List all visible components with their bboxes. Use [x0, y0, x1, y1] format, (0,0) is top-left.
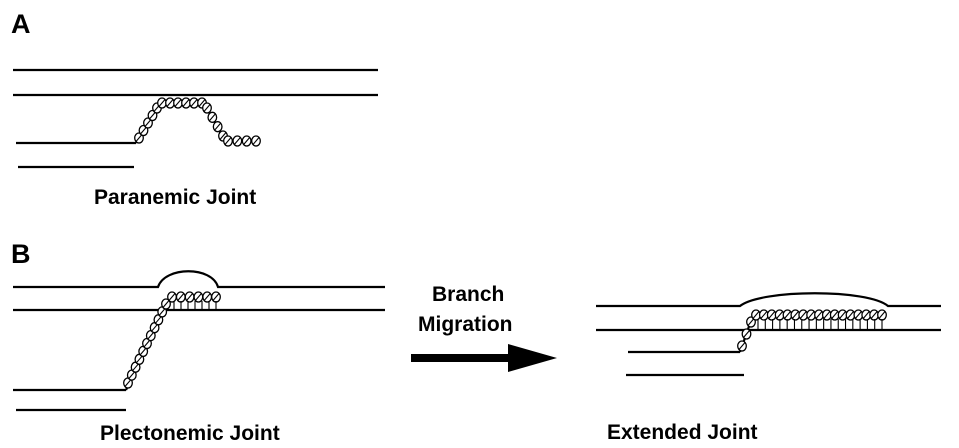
extended-protein-monomer-tick	[760, 311, 768, 319]
panel-b-caption: Plectonemic Joint	[100, 422, 280, 445]
panel-b-protein-monomer-tick	[135, 355, 143, 364]
panel-a-protein-monomer-tick	[198, 99, 206, 107]
panel-b-protein-monomer-tick	[186, 293, 194, 301]
panel-b-letter: B	[11, 239, 31, 269]
panel-a-protein-monomer-tick	[144, 119, 152, 127]
panel-a-recA-filament	[134, 97, 261, 147]
extended-protein-monomer-tick	[776, 311, 784, 319]
extended-protein-monomer-tick	[823, 311, 831, 319]
extended-protein-monomer-tick	[799, 311, 807, 319]
extended-protein-monomer-tick	[831, 311, 839, 319]
extended-recA-filament	[737, 309, 887, 352]
extended-invading-strand	[738, 313, 885, 353]
branch-migration-arrow	[411, 344, 557, 372]
extended-basepair-ticks	[757, 319, 883, 330]
panel-a-protein-monomer-tick	[233, 137, 241, 145]
panel-b-protein-monomer-tick	[139, 347, 147, 356]
panel-b-protein-monomer-tick	[203, 293, 211, 301]
extended-protein-monomer-tick	[862, 311, 870, 319]
extended-protein-monomer-tick	[768, 311, 776, 319]
extended-protein-monomer-tick	[752, 311, 760, 319]
panel-b-protein-monomer-tick	[147, 331, 155, 340]
extended-protein-monomer-tick	[747, 318, 755, 326]
panel-b-protein-monomer-tick	[128, 371, 136, 379]
panel-a-protein-monomer-tick	[203, 104, 211, 112]
extended-protein-monomer-tick	[878, 311, 886, 319]
panel-a-protein-monomer-tick	[214, 122, 222, 131]
panel-b-protein-monomer-tick	[124, 379, 132, 387]
extended-protein-monomer-tick	[847, 311, 854, 319]
panel-b-protein-monomer-tick	[168, 293, 176, 301]
panel-a-protein-monomer-tick	[158, 99, 166, 107]
panel-b-top-strand	[13, 270, 385, 289]
branch-migration-label-line1: Branch	[432, 283, 505, 306]
panel-a-protein-monomer-tick	[140, 126, 147, 135]
panel-a-caption: Paranemic Joint	[94, 186, 257, 209]
panel-b-protein-monomer-tick	[162, 300, 170, 308]
panel-b-protein-monomer-tick	[158, 308, 166, 316]
panel-a-protein-monomer-tick	[252, 137, 260, 145]
panel-a-protein-monomer-tick	[224, 137, 232, 145]
extended-protein-monomer-tick	[784, 311, 791, 319]
extended-protein-monomer-tick	[870, 311, 878, 319]
panel-a-protein-monomer-tick	[190, 99, 198, 107]
extended-protein-monomer-tick	[815, 311, 823, 319]
panel-a-protein-monomer-tick	[182, 99, 190, 107]
panel-a-protein-monomer-tick	[149, 111, 156, 120]
extended-protein-monomer-tick	[791, 311, 799, 319]
panel-a-protein-monomer-tick	[135, 134, 143, 142]
panel-a-protein-monomer-tick	[243, 137, 251, 145]
extended-protein-monomer-tick	[839, 311, 847, 319]
panel-b-protein-monomer-tick	[132, 363, 140, 372]
panel-b-protein-monomer-tick	[151, 323, 159, 332]
panel-a-protein-monomer-tick	[174, 99, 182, 107]
extended-protein-monomer-tick	[738, 342, 746, 350]
branch-migration-label-line2: Migration	[418, 313, 513, 336]
panel-b-protein-monomer-tick	[212, 293, 220, 301]
extended-protein-monomer-tick	[854, 311, 862, 319]
extended-protein-monomer-tick	[807, 311, 815, 319]
panel-b-protein-monomer-tick	[194, 293, 202, 301]
extended-joint-caption: Extended Joint	[607, 421, 758, 444]
panel-a-protein-monomer-tick	[166, 99, 174, 107]
panel-b-protein-monomer-tick	[143, 339, 151, 348]
extended-top-strand	[596, 292, 941, 308]
panel-b-recA-filament	[123, 291, 221, 389]
extended-protein-monomer-tick	[743, 330, 750, 338]
panel-a-letter: A	[11, 9, 31, 39]
panel-a-protein-monomer-tick	[208, 113, 216, 122]
panel-b-protein-monomer-tick	[154, 315, 162, 324]
panel-b-protein-monomer-tick	[177, 293, 185, 301]
panel-a-protein-monomer-tick	[219, 132, 227, 140]
panel-b-basepair-ticks	[173, 301, 217, 310]
